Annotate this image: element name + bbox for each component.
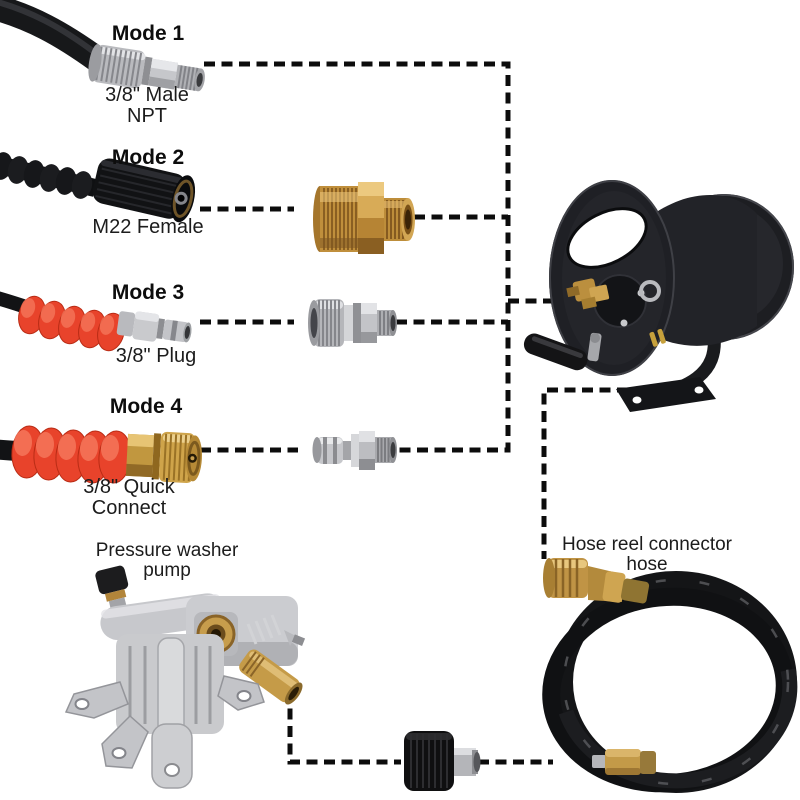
mode3-caption: 3/8" Plug: [115, 345, 197, 367]
connector-hose-label: Hose reel connector hose: [561, 534, 733, 575]
m22-fitting-image: [404, 731, 481, 791]
mode1-title: Mode 1: [111, 22, 185, 45]
connector-hose-image: [542, 558, 798, 793]
line-reel-to-connector-hose: [541, 387, 628, 559]
pump-label: Pressure washer pump: [95, 540, 239, 581]
mode4-title: Mode 4: [109, 395, 183, 418]
mode3-title: Mode 3: [111, 281, 185, 304]
quick-coupler-image: [308, 299, 397, 347]
mode1-caption: 3/8" Male NPT: [105, 84, 189, 127]
quick-plug-image: [312, 431, 397, 470]
mode4-caption: 3/8" Quick Connect: [83, 476, 175, 519]
line-mode1-trunk-mode4: [204, 61, 511, 453]
mode4-hose-image: [0, 425, 202, 484]
line-pump-to-fitting: [287, 691, 401, 765]
mode2-title: Mode 2: [111, 146, 185, 169]
mode3-hose-image: [0, 291, 192, 352]
m22-adapter-image: [313, 182, 415, 254]
mode1-hose-image: [0, 0, 205, 92]
mode2-caption: M22 Female: [92, 216, 204, 238]
pump-image: [64, 565, 306, 789]
connector-lines: [200, 61, 628, 765]
mode2-hose-image: [0, 152, 196, 223]
hose-reel-image: [523, 180, 794, 412]
